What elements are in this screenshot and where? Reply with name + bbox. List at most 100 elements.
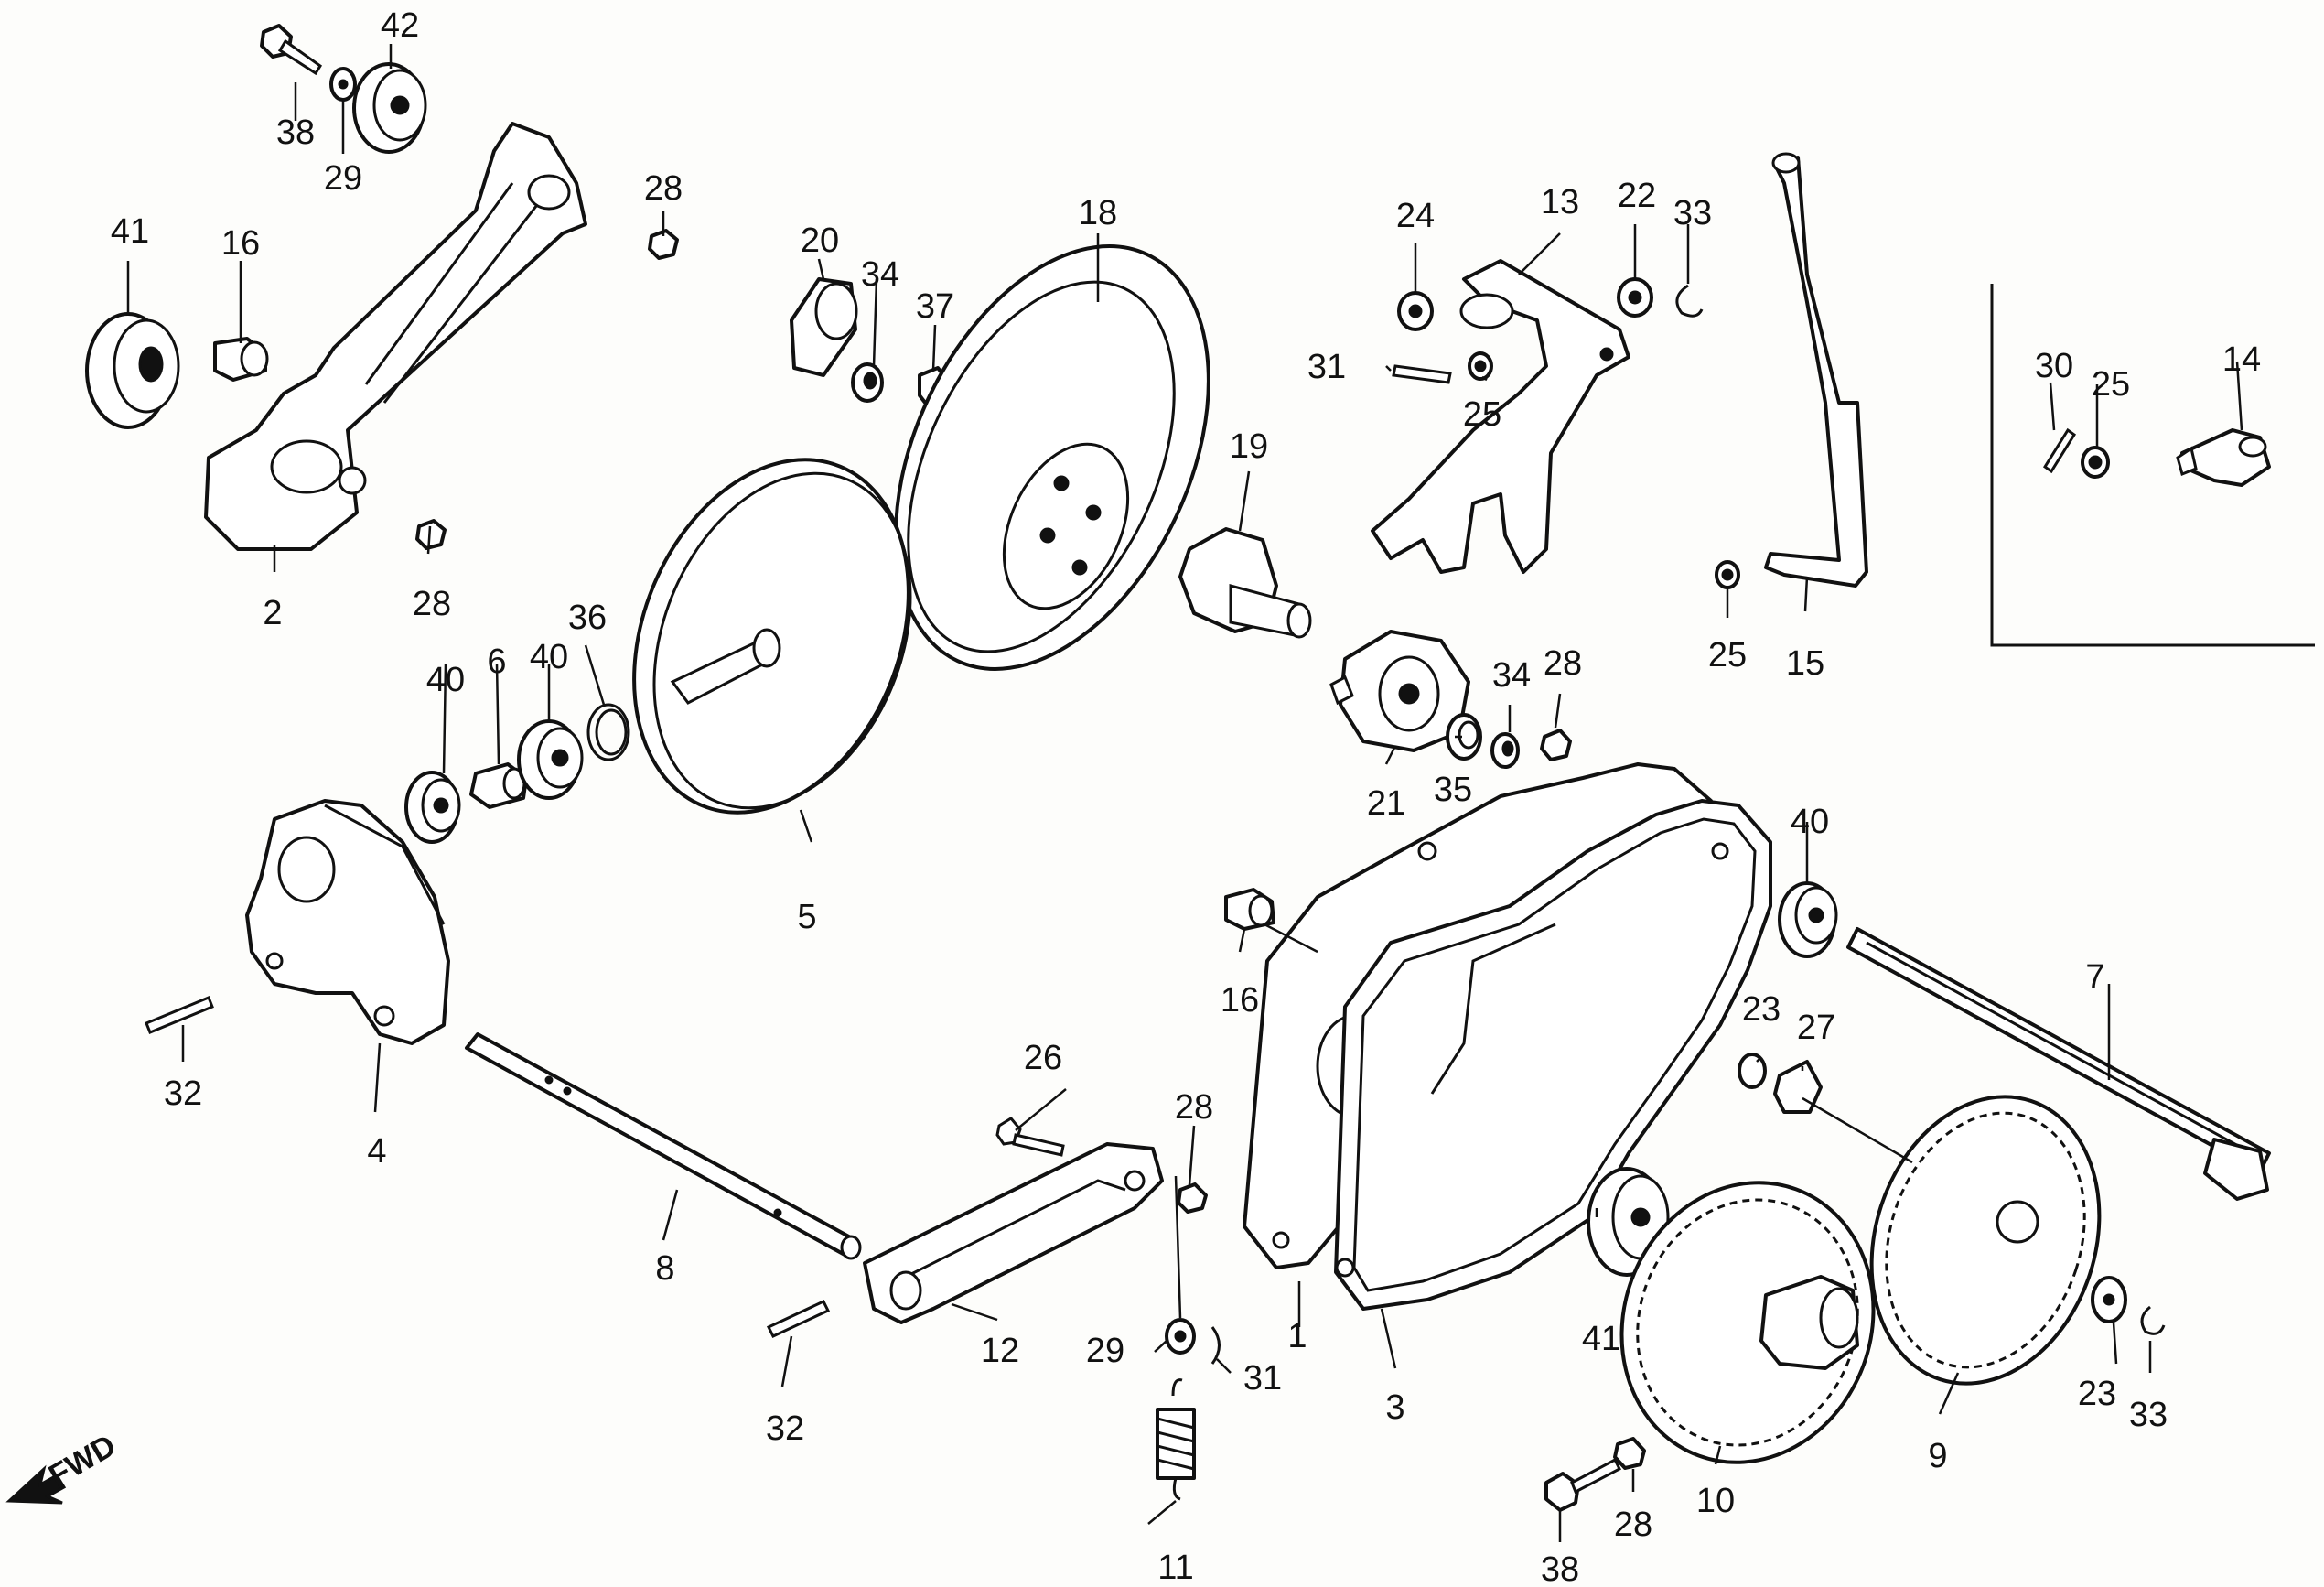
part-3-gasket-case bbox=[1334, 799, 1772, 1311]
callout-7: 7 bbox=[2085, 958, 2104, 997]
part-28-nut-mid bbox=[1540, 729, 1572, 761]
callout-35: 35 bbox=[1434, 771, 1472, 809]
part-23-washer-right-upper bbox=[1738, 1053, 1767, 1089]
part-41-bearing-upper bbox=[85, 312, 180, 429]
part-14-joint-inset bbox=[2176, 428, 2271, 487]
part-34-clip-upper bbox=[851, 362, 884, 403]
part-8-shaft bbox=[465, 1032, 862, 1260]
part-28-nut-lower bbox=[1177, 1182, 1208, 1214]
leader-lines bbox=[126, 44, 2243, 1542]
callout-32-left: 32 bbox=[164, 1074, 202, 1113]
part-31-cotter-pin-upper bbox=[1392, 364, 1452, 384]
part-38-bolt-bottom bbox=[1544, 1457, 1622, 1512]
part-38-bolt-top bbox=[260, 24, 323, 76]
callout-5: 5 bbox=[797, 898, 816, 936]
callout-34-mid: 34 bbox=[1492, 656, 1531, 695]
part-2-upper-arm bbox=[204, 122, 587, 551]
part-36-circlip bbox=[586, 703, 630, 761]
part-33-clip-lower bbox=[2140, 1305, 2166, 1335]
part-20-bushing bbox=[790, 277, 858, 377]
callout-16-upper: 16 bbox=[221, 224, 260, 263]
part-26-pin bbox=[995, 1117, 1065, 1157]
callout-28-left: 28 bbox=[413, 585, 451, 623]
callout-25-inset: 25 bbox=[2092, 365, 2130, 404]
callouts: 42 38 29 28 41 16 2 20 34 37 18 24 13 22… bbox=[111, 6, 2261, 1587]
part-9-gear bbox=[1869, 1095, 2102, 1386]
callout-31-upper: 31 bbox=[1307, 348, 1346, 386]
part-6-spacer bbox=[469, 762, 528, 809]
callout-36: 36 bbox=[568, 599, 607, 637]
callout-12: 12 bbox=[981, 1332, 1019, 1370]
callout-24: 24 bbox=[1396, 197, 1435, 235]
callout-34-upper: 34 bbox=[861, 255, 899, 294]
callout-23-upper: 23 bbox=[1742, 990, 1781, 1029]
part-33-clip-upper bbox=[1675, 284, 1704, 318]
part-7-splined-shaft bbox=[1846, 927, 2271, 1201]
callout-28-upper: 28 bbox=[644, 169, 683, 208]
callout-28-lower: 28 bbox=[1175, 1088, 1213, 1127]
callout-2: 2 bbox=[263, 594, 282, 632]
fwd-label: FWD bbox=[43, 1428, 122, 1494]
callout-4: 4 bbox=[367, 1132, 386, 1171]
part-30-pin-inset bbox=[2042, 427, 2077, 474]
callout-41-lower: 41 bbox=[1582, 1320, 1620, 1358]
callout-3: 3 bbox=[1385, 1388, 1404, 1427]
callout-30-inset: 30 bbox=[2035, 347, 2073, 385]
callout-1: 1 bbox=[1287, 1317, 1307, 1355]
callout-8: 8 bbox=[655, 1249, 674, 1288]
fwd-arrow-icon: FWD bbox=[5, 1428, 122, 1505]
callout-11: 11 bbox=[1157, 1549, 1193, 1587]
part-35-ring bbox=[1446, 713, 1482, 761]
part-4-housing bbox=[245, 799, 450, 1045]
callout-28-bottom: 28 bbox=[1614, 1506, 1652, 1544]
part-25-washer-inset bbox=[2081, 446, 2110, 479]
callout-33-lower: 33 bbox=[2129, 1396, 2168, 1434]
part-40-bearing-right bbox=[1778, 881, 1838, 958]
callout-40-left: 40 bbox=[426, 661, 465, 699]
part-23-washer-right-lower bbox=[2091, 1276, 2127, 1323]
part-25-washer-upper bbox=[1468, 351, 1493, 381]
callout-32-bottom: 32 bbox=[766, 1409, 804, 1448]
part-12-lever-arm bbox=[863, 1142, 1164, 1324]
callout-15: 15 bbox=[1786, 644, 1824, 683]
part-10-gear bbox=[1619, 1181, 1876, 1464]
callout-13: 13 bbox=[1541, 183, 1579, 221]
part-31-cotter-pin-lower bbox=[1210, 1326, 1221, 1365]
part-22-washer bbox=[1617, 277, 1653, 318]
callout-42: 42 bbox=[381, 6, 419, 45]
part-25-washer-right bbox=[1715, 560, 1740, 589]
callout-29-lower: 29 bbox=[1086, 1332, 1124, 1370]
callout-23-lower: 23 bbox=[2078, 1375, 2116, 1413]
callout-40-mid: 40 bbox=[530, 638, 568, 676]
part-21-bearing-housing bbox=[1329, 630, 1470, 752]
part-11-spring bbox=[1156, 1378, 1196, 1501]
callout-40-right: 40 bbox=[1791, 803, 1829, 841]
part-28-nut-upper bbox=[648, 229, 679, 260]
part-29-washer-top bbox=[329, 67, 357, 102]
callout-37: 37 bbox=[916, 287, 954, 326]
part-18-drum bbox=[894, 244, 1210, 671]
part-24-washer bbox=[1397, 291, 1434, 331]
inset-frame bbox=[1990, 284, 2315, 647]
callout-16-lower: 16 bbox=[1221, 981, 1259, 1020]
callout-22: 22 bbox=[1618, 177, 1656, 215]
part-27-needle-bearing bbox=[1773, 1060, 1823, 1114]
part-29-washer-lower bbox=[1165, 1318, 1196, 1355]
callout-26: 26 bbox=[1024, 1039, 1062, 1077]
part-16-collar-lower bbox=[1224, 888, 1275, 931]
part-40-bearing-mid bbox=[517, 719, 584, 800]
callout-27: 27 bbox=[1797, 1009, 1835, 1047]
callout-19: 19 bbox=[1230, 427, 1268, 466]
part-28-nut-left bbox=[415, 519, 447, 550]
part-34-clip-mid bbox=[1490, 732, 1520, 769]
part-28-nut-bottom bbox=[1613, 1437, 1646, 1470]
callout-9: 9 bbox=[1928, 1437, 1947, 1475]
part-15-lever-rod bbox=[1764, 152, 1868, 588]
callout-20: 20 bbox=[801, 221, 839, 260]
callout-41-upper: 41 bbox=[111, 212, 149, 251]
callout-10: 10 bbox=[1696, 1482, 1735, 1520]
callout-25-right: 25 bbox=[1708, 636, 1747, 675]
callout-6: 6 bbox=[487, 642, 506, 681]
part-13-bracket bbox=[1371, 259, 1630, 574]
